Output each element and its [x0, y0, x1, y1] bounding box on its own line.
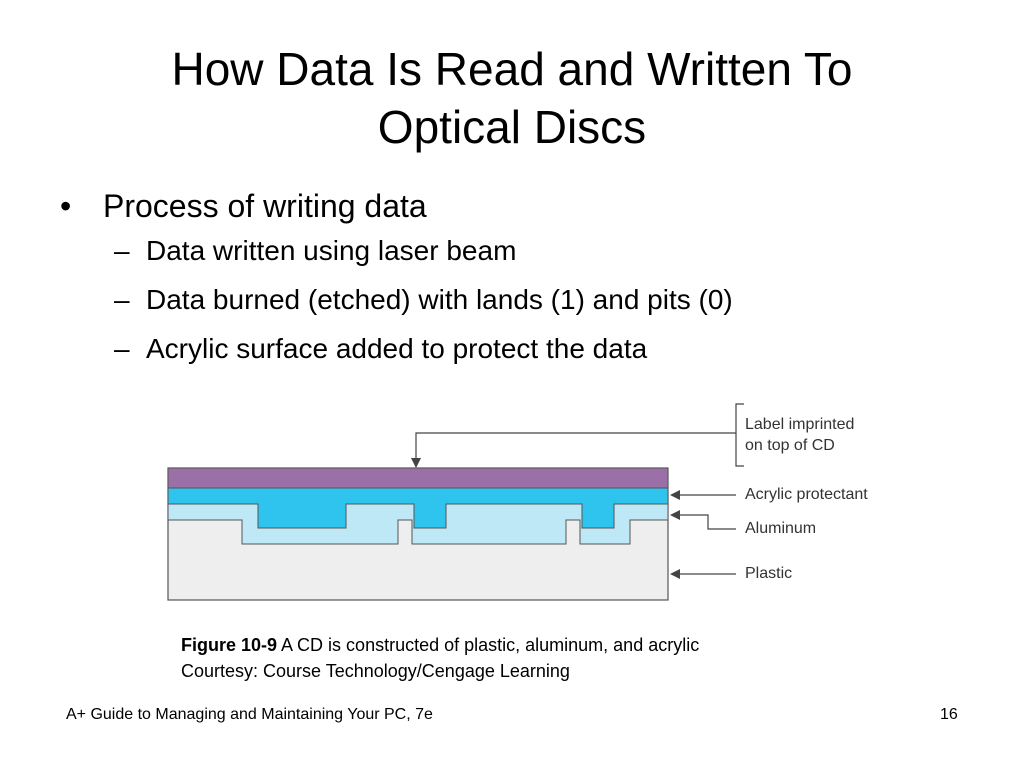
label-bracket: [735, 403, 744, 467]
bullet-text: Process of writing data: [103, 188, 427, 224]
label-callout-line-1: Label imprinted: [745, 416, 855, 433]
label-callout-line-2: on top of CD: [745, 437, 835, 454]
label-arrow-line: [415, 432, 736, 460]
sub-bullet-item: – Data written using laser beam: [60, 234, 980, 283]
sub-bullet-text: Acrylic surface added to protect the dat…: [146, 333, 648, 364]
sub-bullet-item: – Acrylic surface added to protect the d…: [60, 332, 980, 381]
caption-line-1: Figure 10-9 A CD is constructed of plast…: [181, 632, 699, 658]
footer-book-title: A+ Guide to Managing and Maintaining You…: [66, 706, 433, 723]
slide-title: How Data Is Read and Written To Optical …: [60, 40, 964, 156]
sub-bullet-text: Data written using laser beam: [146, 235, 517, 266]
aluminum-callout: Aluminum: [745, 520, 817, 537]
acrylic-arrow-head: [670, 490, 680, 500]
aluminum-arrow-head: [670, 510, 680, 520]
caption-text: A CD is constructed of plastic, aluminum…: [277, 635, 700, 655]
title-line-1: How Data Is Read and Written To: [171, 43, 853, 95]
bullet-list: • Process of writing data – Data written…: [60, 186, 980, 381]
label-callout: Label imprinted on top of CD: [745, 414, 854, 456]
figure-caption: Figure 10-9 A CD is constructed of plast…: [181, 632, 699, 684]
plastic-arrow-head: [670, 569, 680, 579]
bullet-mark: •: [60, 188, 72, 224]
sub-bullet-item: – Data burned (etched) with lands (1) an…: [60, 283, 980, 332]
page-number: 16: [940, 706, 958, 723]
cd-cross-section-diagram: [167, 403, 744, 601]
sub-bullet-mark: –: [114, 333, 130, 364]
acrylic-layer: [167, 487, 669, 529]
caption-credit: Courtesy: Course Technology/Cengage Lear…: [181, 661, 570, 681]
sub-bullet-mark: –: [114, 235, 130, 266]
sub-bullet-text: Data burned (etched) with lands (1) and …: [146, 284, 733, 315]
label-layer: [167, 467, 669, 489]
bullet-item: • Process of writing data: [60, 186, 980, 234]
acrylic-callout: Acrylic protectant: [745, 486, 868, 503]
title-line-2: Optical Discs: [377, 101, 647, 153]
figure-number: Figure 10-9: [181, 635, 278, 655]
aluminum-arrow-line: [678, 514, 736, 530]
cd-cross-section-figure: Label imprinted on top of CD Acrylic pro…: [160, 396, 900, 608]
sub-bullet-mark: –: [114, 284, 130, 315]
plastic-callout: Plastic: [745, 565, 793, 582]
label-arrow-head: [411, 458, 421, 468]
